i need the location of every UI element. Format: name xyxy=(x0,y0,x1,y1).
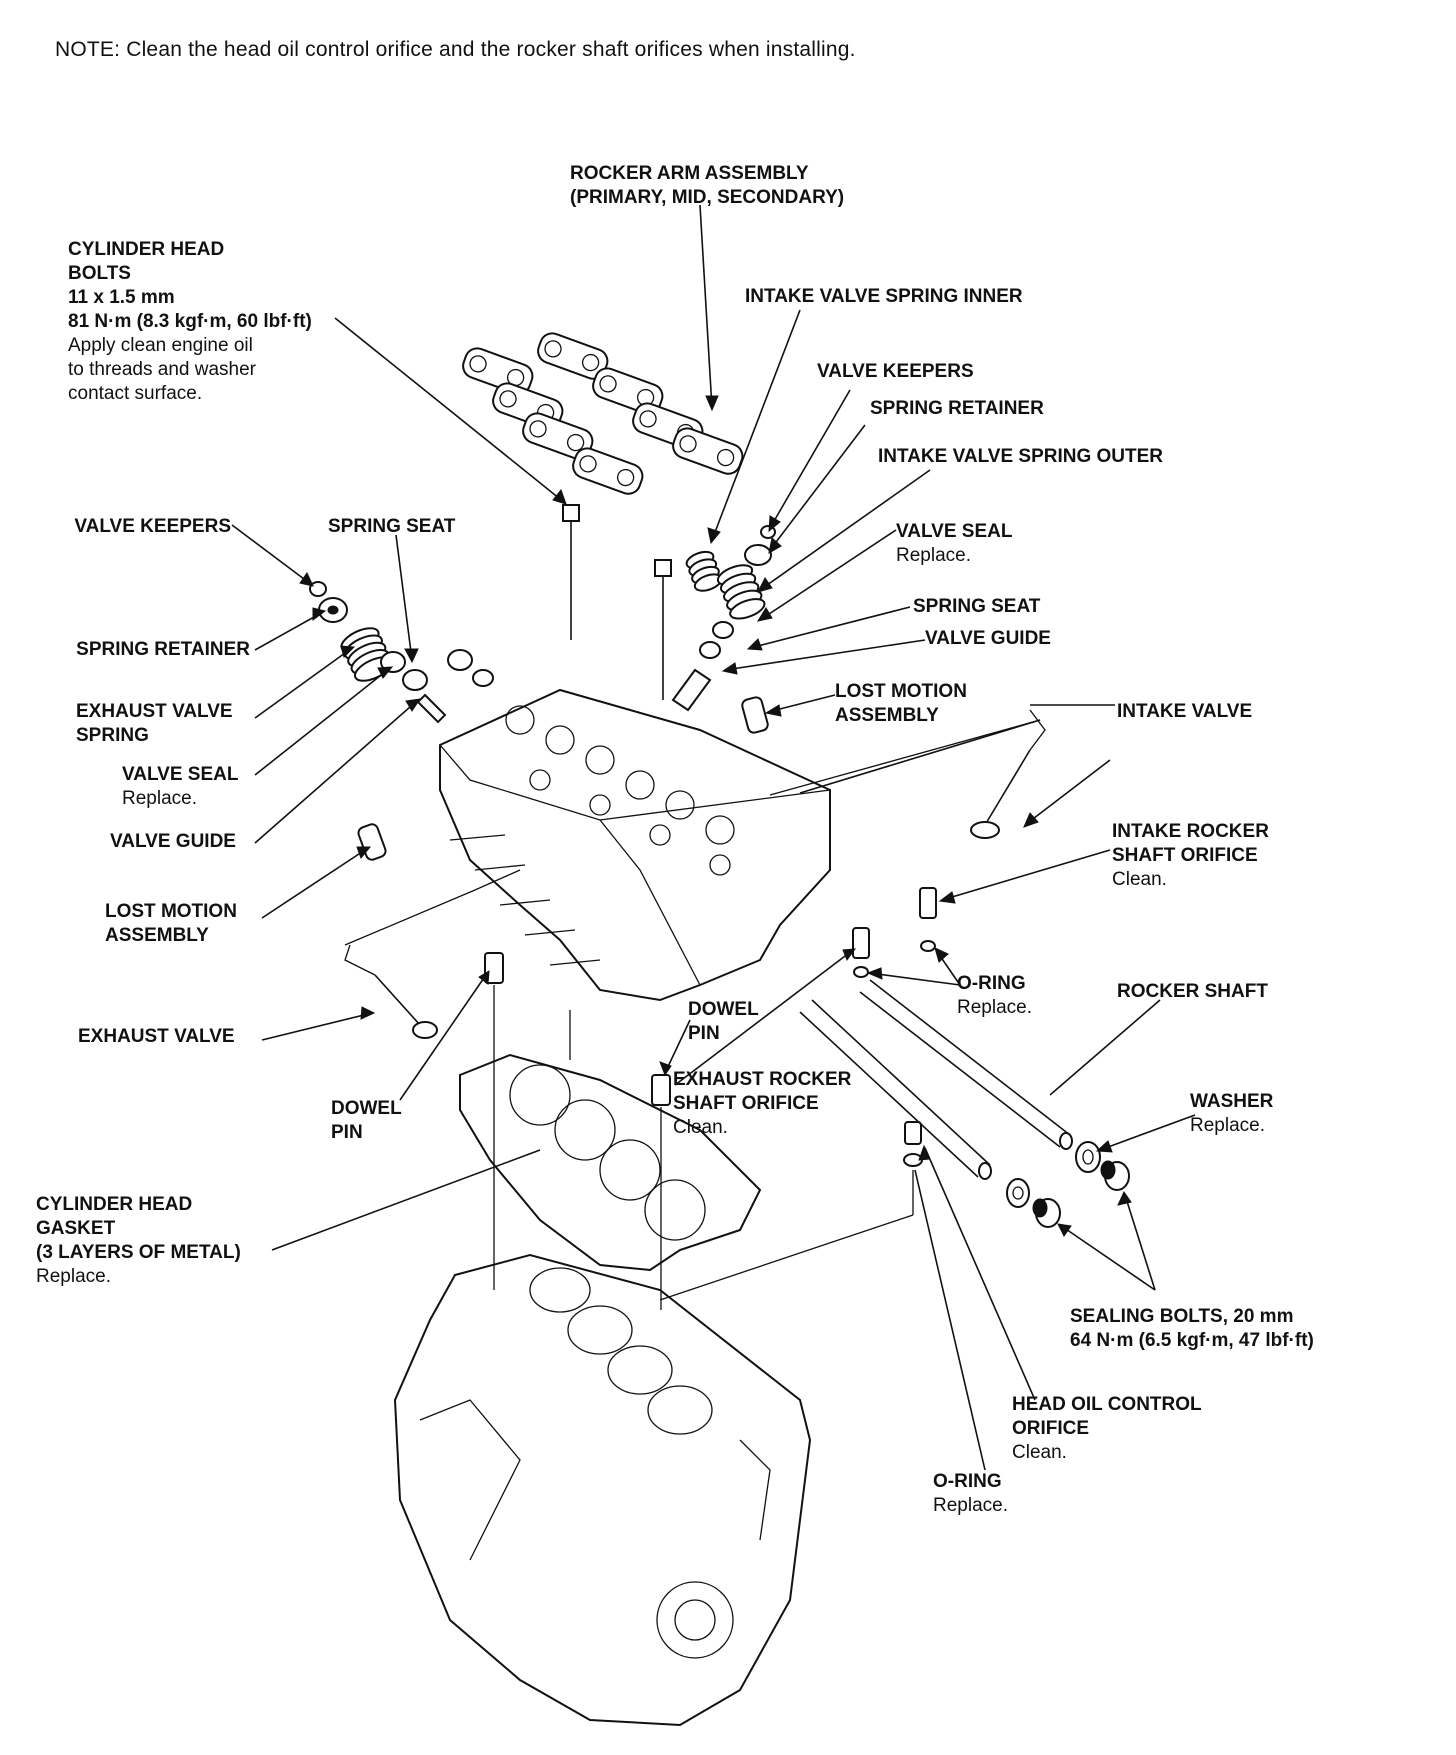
lost-motion-right-part xyxy=(741,696,769,734)
cylinder-head xyxy=(439,688,831,1002)
label-valve-guide-right: VALVE GUIDE xyxy=(925,628,1051,649)
install-note: NOTE: Clean the head oil control orifice… xyxy=(55,38,856,61)
valve-guide-left-part xyxy=(416,693,447,724)
rocker-arm-part xyxy=(572,447,644,495)
head-bolt-mid xyxy=(654,559,672,700)
label-valve-keepers-left: VALVE KEEPERS xyxy=(74,516,231,537)
label-washer: WASHER Replace. xyxy=(1190,1091,1274,1136)
valve-guide-right-part xyxy=(671,668,712,712)
leader-lines xyxy=(231,204,1196,1471)
label-head-oil-control-orifice: HEAD OIL CONTROL ORIFICE Clean. xyxy=(1012,1394,1202,1463)
label-spring-retainer-right: SPRING RETAINER xyxy=(870,398,1044,419)
arrowheads xyxy=(299,395,1132,1237)
label-intake-valve-spring-inner: INTAKE VALVE SPRING INNER xyxy=(745,286,1023,307)
label-spring-retainer-left: SPRING RETAINER xyxy=(76,639,250,660)
label-intake-rocker-shaft-orifice: INTAKE ROCKER SHAFT ORIFICE Clean. xyxy=(1112,821,1269,890)
label-sealing-bolts: SEALING BOLTS, 20 mm 64 N·m (6.5 kgf·m, … xyxy=(1070,1306,1314,1351)
alignment-lines xyxy=(344,709,1046,1310)
head-bolt-left xyxy=(562,504,580,640)
label-cylinder-head-bolts: CYLINDER HEAD BOLTS 11 x 1.5 mm 81 N·m (… xyxy=(68,239,312,404)
label-exhaust-valve: EXHAUST VALVE xyxy=(78,1026,235,1047)
intake-valve-part xyxy=(970,749,1031,839)
plugs-left xyxy=(447,649,494,687)
rocker-arm-part xyxy=(462,347,534,395)
label-valve-seal-left: VALVE SEAL Replace. xyxy=(122,764,239,809)
spring-retainer-left-part xyxy=(318,597,348,623)
label-valve-seal-right: VALVE SEAL Replace. xyxy=(896,521,1013,566)
intake-valve-spring-outer-part xyxy=(716,564,766,620)
label-spring-seat-right: SPRING SEAT xyxy=(913,596,1041,617)
dowel-pin-mid-part xyxy=(651,1074,671,1106)
rocker-arm-part xyxy=(672,427,744,475)
washer-part xyxy=(1006,1141,1101,1208)
rocker-arm-part xyxy=(592,367,664,415)
label-cylinder-head-gasket: CYLINDER HEAD GASKET (3 LAYERS OF METAL)… xyxy=(36,1194,241,1287)
valve-seal-right-part xyxy=(712,621,734,639)
valve-keepers-left-part xyxy=(309,581,327,597)
exhaust-rocker-orifice-part xyxy=(852,927,870,978)
label-lost-motion-left: LOST MOTION ASSEMBLY xyxy=(105,901,237,946)
label-lost-motion-right: LOST MOTION ASSEMBLY xyxy=(835,681,967,726)
label-valve-guide-left: VALVE GUIDE xyxy=(110,831,236,852)
o-ring-upper-part xyxy=(920,940,936,952)
exhaust-valve-spring xyxy=(340,627,394,682)
label-intake-valve-spring-outer: INTAKE VALVE SPRING OUTER xyxy=(878,446,1164,467)
rocker-shaft-part xyxy=(799,979,1073,1180)
rocker-arm-group xyxy=(462,332,744,495)
exhaust-valve-part xyxy=(374,974,438,1039)
intake-valve-spring-inner-part xyxy=(685,550,723,592)
intake-rocker-orifice-part xyxy=(919,887,937,919)
spring-seat-left-part xyxy=(380,651,428,691)
spring-seat-right-part xyxy=(699,641,721,659)
label-dowel-pin-mid: DOWEL PIN xyxy=(688,999,759,1044)
label-intake-valve: INTAKE VALVE xyxy=(1117,701,1253,722)
label-o-ring-upper: O-RING Replace. xyxy=(957,973,1032,1018)
label-rocker-shaft: ROCKER SHAFT xyxy=(1117,981,1268,1002)
label-dowel-pin-left: DOWEL PIN xyxy=(331,1098,402,1143)
head-oil-control-orifice-part xyxy=(904,1121,922,1145)
label-exhaust-valve-spring: EXHAUST VALVE SPRING xyxy=(76,701,233,746)
sealing-bolt-part xyxy=(1032,1160,1130,1228)
dowel-pin-left-part xyxy=(484,952,504,984)
label-rocker-arm-assembly: ROCKER ARM ASSEMBLY (PRIMARY, MID, SECON… xyxy=(570,163,845,208)
head-gasket xyxy=(459,1053,762,1272)
label-o-ring-lower: O-RING Replace. xyxy=(933,1471,1008,1516)
label-exhaust-rocker-shaft-orifice: EXHAUST ROCKER SHAFT ORIFICE Clean. xyxy=(673,1069,852,1138)
engine-block xyxy=(393,1253,812,1727)
spring-retainer-right-part xyxy=(744,544,772,566)
label-spring-seat-left: SPRING SEAT xyxy=(328,516,456,537)
label-valve-keepers-right: VALVE KEEPERS xyxy=(817,361,974,382)
